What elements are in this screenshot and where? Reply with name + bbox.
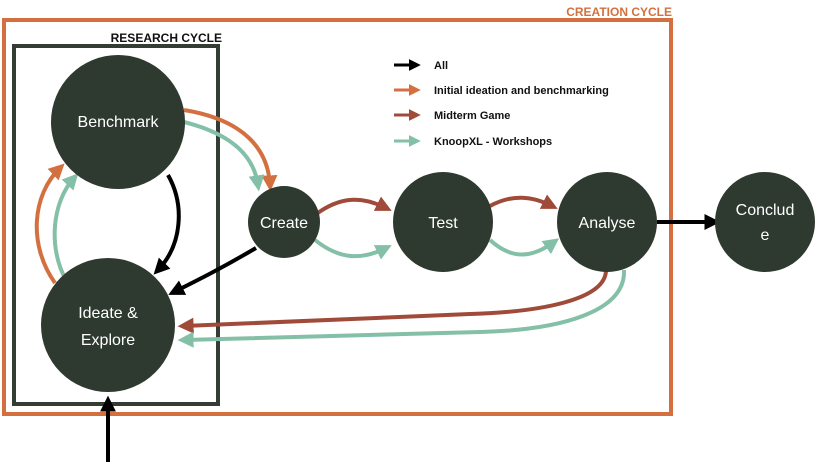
node-conclude: Conclud e	[715, 172, 815, 272]
legend-label-knoopxl: KnoopXL - Workshops	[434, 136, 552, 148]
arrow-benchmark-create-initial	[183, 108, 278, 192]
arrow-create-ideate-all	[168, 246, 258, 295]
node-create: Create	[248, 186, 320, 258]
legend-item-all: All	[394, 59, 448, 72]
legend-label-midterm: Midterm Game	[434, 110, 510, 122]
node-create-label: Create	[260, 215, 308, 232]
legend-item-midterm: Midterm Game	[394, 109, 510, 122]
arrow-ideate-benchmark-knoopxl	[52, 173, 79, 281]
node-analyse: Analyse	[557, 172, 657, 272]
node-benchmark-label: Benchmark	[78, 114, 160, 131]
creation-cycle-frame	[2, 18, 673, 416]
arrow-analyse-ideate-knoopxl	[177, 269, 627, 348]
arrow-test-analyse-knoopxl	[488, 238, 560, 257]
research-cycle-frame	[12, 44, 220, 406]
creation-cycle-label: CREATION CYCLE	[566, 5, 672, 19]
node-benchmark: Benchmark	[51, 55, 185, 189]
arrow-create-test-midterm	[313, 196, 392, 217]
node-ideate-label-line1: Ideate &	[78, 305, 138, 322]
arrow-create-test-knoopxl	[313, 238, 392, 260]
node-test: Test	[393, 172, 493, 272]
arrow-test-analyse-midterm	[489, 194, 558, 209]
arrow-benchmark-create-knoopxl	[183, 120, 265, 192]
node-ideate-explore: Ideate & Explore	[41, 258, 175, 392]
legend: All Initial ideation and benchmarking Mi…	[394, 59, 609, 148]
legend-item-initial: Initial ideation and benchmarking	[394, 84, 609, 97]
node-analyse-label: Analyse	[579, 215, 636, 232]
arrow-analyse-ideate-midterm	[177, 269, 608, 334]
research-cycle-label: RESEARCH CYCLE	[111, 31, 222, 45]
node-test-label: Test	[428, 215, 458, 232]
legend-label-initial: Initial ideation and benchmarking	[434, 85, 609, 97]
legend-label-all: All	[434, 60, 448, 72]
arrow-benchmark-ideate-all	[153, 174, 181, 275]
arrow-ideate-benchmark-initial	[34, 163, 65, 285]
node-ideate-label-line2: Explore	[81, 332, 135, 349]
legend-item-knoopxl: KnoopXL - Workshops	[394, 135, 552, 148]
node-conclude-label-line2: e	[761, 227, 770, 244]
node-conclude-label-line1: Conclud	[736, 202, 795, 219]
